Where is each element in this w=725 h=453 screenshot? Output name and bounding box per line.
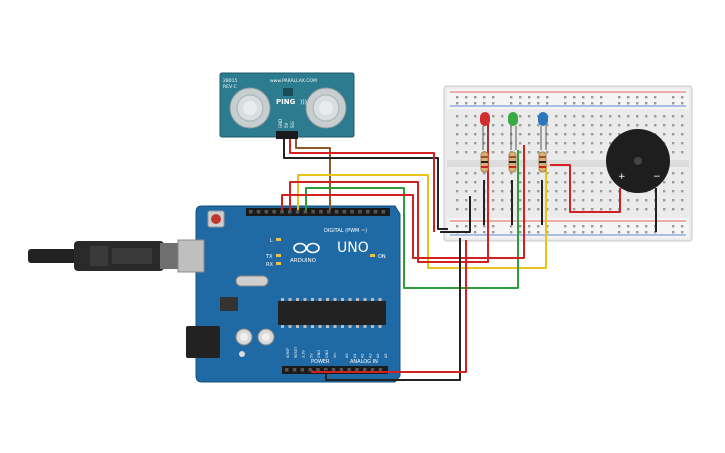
arduino-brand: ARDUINO <box>290 258 317 264</box>
sensor-rev: REV C <box>223 84 237 90</box>
analog-pin-label: A5 <box>384 353 388 358</box>
sensor-pin-label: GND <box>278 119 283 128</box>
analog-in-label: ANALOG IN <box>350 359 378 365</box>
wire-yellow <box>297 165 547 269</box>
digital-label: DIGITAL (PWM ~) <box>324 228 367 234</box>
led-on-label: ON <box>378 254 386 260</box>
dc-power-jack <box>186 326 220 358</box>
led-rx-label: RX <box>266 262 273 268</box>
wire-red-5v <box>311 240 467 373</box>
resistor-3 <box>538 151 547 173</box>
wire-black-sensor-gnd <box>283 139 448 230</box>
wire-black-gnd <box>325 238 461 381</box>
piezo-buzzer: + − <box>606 129 670 193</box>
buzzer-minus-label: − <box>653 172 661 182</box>
reset-button[interactable] <box>211 214 221 224</box>
breadboard <box>443 85 693 242</box>
digital-header <box>246 208 390 216</box>
power-label: POWER <box>311 359 330 365</box>
sensor-name: PING <box>276 98 296 106</box>
power-pin-label: Vin <box>333 352 337 358</box>
resistor-2 <box>508 151 517 173</box>
arduino-logo <box>293 242 320 254</box>
power-pin-label: RESET <box>294 346 298 358</box>
ping-waves-icon: ))) <box>300 99 307 106</box>
power-pin-label: 5V <box>309 353 313 358</box>
led-l-label: L <box>270 238 273 244</box>
led-blue <box>538 112 548 150</box>
resistor-1 <box>480 151 489 173</box>
analog-pin-label: A4 <box>376 353 380 358</box>
wire-red-sensor-5v <box>289 139 435 232</box>
wires <box>281 120 657 381</box>
ping-ultrasonic-sensor: 28015 REV C www.PARALLAX.COM PING ))) GN… <box>219 72 355 139</box>
wire-green <box>305 150 519 289</box>
analog-pin-label: A3 <box>368 353 372 358</box>
led-green <box>508 112 518 150</box>
sensor-pin-label: SIG <box>290 121 295 128</box>
power-pin-label: IOREF <box>286 348 290 358</box>
buzzer-plus-label: + <box>618 172 626 182</box>
power-pin-label: GND <box>317 350 321 358</box>
sensor-brand: www.PARALLAX.COM <box>270 78 317 84</box>
power-pin-label: 3.3V <box>302 349 306 358</box>
wire-red-buzzer <box>550 164 621 213</box>
sensor-pin-label: 5V <box>284 122 289 128</box>
wire-red-pin <box>289 120 489 263</box>
analog-pin-label: A1 <box>353 353 357 358</box>
uno-label: UNO <box>337 240 369 256</box>
wire-black-led-gnd <box>440 196 471 233</box>
led-red <box>480 112 490 150</box>
led-tx-label: TX <box>265 254 273 260</box>
wire-brown-signal <box>295 139 331 210</box>
arduino-uno-board: DIGITAL (PWM ~) UNO ARDUINO L TX RX ON P… <box>28 205 401 383</box>
sensor-model: 28015 <box>223 78 237 84</box>
wire-red-pin-2 <box>281 145 525 259</box>
analog-pin-label: A0 <box>345 353 349 358</box>
power-pin-label: GND <box>325 350 329 358</box>
analog-pin-label: A2 <box>361 353 365 358</box>
atmega-chip <box>278 301 386 325</box>
usb-cable <box>28 239 205 273</box>
